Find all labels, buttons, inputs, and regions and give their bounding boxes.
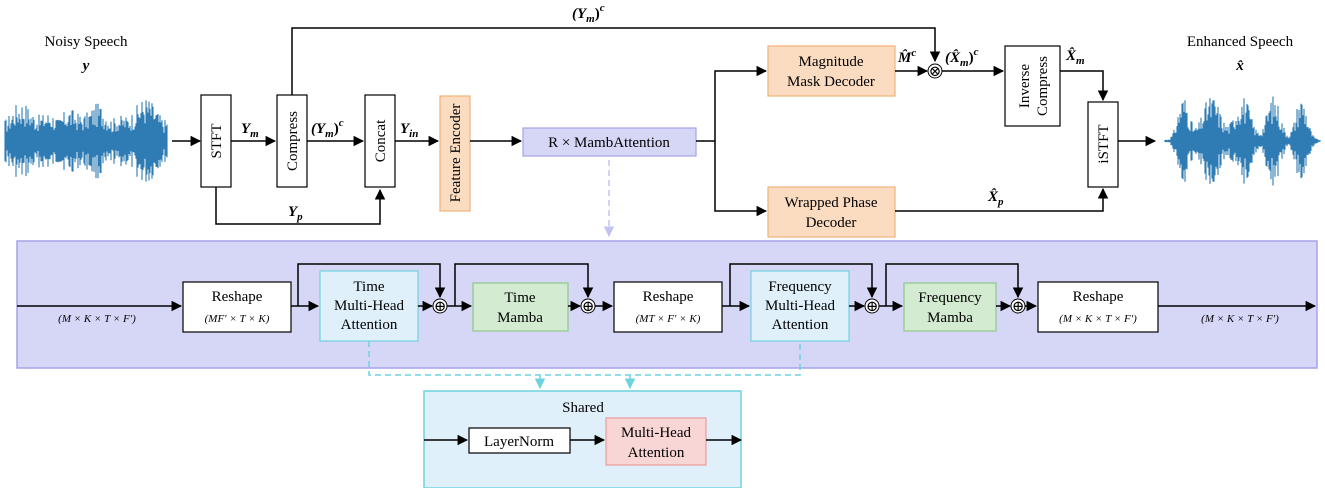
stft-label: STFT bbox=[209, 123, 225, 158]
add-symbol-4: ⊕ bbox=[1012, 299, 1025, 315]
signal-yp: Yp bbox=[288, 204, 303, 223]
signal-xhatmc: (X̂m)c bbox=[945, 46, 979, 69]
residual-time-attention bbox=[297, 263, 446, 306]
freq-attention-line2: Multi-Head bbox=[765, 298, 835, 314]
reshape-block-1 bbox=[182, 281, 292, 333]
reshape-3-label: Reshape bbox=[1073, 289, 1124, 305]
mha-line2: Attention bbox=[628, 445, 685, 461]
freq-mamba-block bbox=[903, 282, 997, 332]
add-symbol-2: ⊕ bbox=[582, 299, 595, 315]
time-mamba-line2: Mamba bbox=[497, 310, 543, 326]
arrow-stft-to-concat-phase bbox=[215, 187, 386, 225]
arrow-inverse-to-istft bbox=[1060, 70, 1109, 102]
reshape-1-shape: (MF′ × T × K) bbox=[205, 313, 270, 325]
add-symbol-3: ⊕ bbox=[866, 299, 879, 315]
layernorm-block bbox=[468, 427, 571, 454]
concat-block bbox=[364, 94, 396, 188]
inverse-compress-block bbox=[1004, 45, 1061, 127]
inverse-compress-line2: Compress bbox=[1035, 56, 1051, 116]
phase-decoder-line1: Wrapped Phase bbox=[784, 195, 877, 211]
time-attention-line2: Multi-Head bbox=[334, 298, 404, 314]
mha-block bbox=[605, 417, 707, 466]
arrow-compressed-skip bbox=[291, 27, 941, 95]
signal-ymc: (Ym)c bbox=[311, 117, 344, 140]
signal-top-ymc: (Ym)c bbox=[572, 2, 605, 25]
time-mamba-block bbox=[472, 282, 569, 332]
magnitude-decoder-block bbox=[767, 45, 896, 97]
noisy-speech-title: Noisy Speech bbox=[45, 34, 128, 50]
shared-weights-connector bbox=[368, 341, 801, 376]
freq-attention-line1: Frequency bbox=[768, 279, 832, 295]
magnitude-decoder-line1: Magnitude bbox=[799, 54, 864, 70]
inverse-compress-line1: Inverse bbox=[1017, 64, 1033, 108]
reshape-2-shape: (MT × F′ × K) bbox=[636, 313, 701, 325]
reshape-block-2 bbox=[613, 281, 723, 333]
mambattention-block bbox=[522, 127, 697, 157]
arrow-to-magnitude-decoder bbox=[696, 65, 768, 142]
reshape-1-label: Reshape bbox=[212, 289, 263, 305]
signal-yin: Yin bbox=[400, 121, 418, 140]
wave-right-trace bbox=[1164, 96, 1321, 186]
residual-freq-mamba bbox=[885, 263, 1024, 306]
signal-mhat: M̂c bbox=[897, 47, 916, 66]
concat-label: Concat bbox=[373, 119, 389, 162]
time-attention-block bbox=[319, 270, 419, 342]
feature-encoder-label: Feature Encoder bbox=[448, 104, 464, 203]
reshape-2-label: Reshape bbox=[643, 289, 694, 305]
feature-encoder-block bbox=[439, 95, 471, 212]
residual-freq-attention bbox=[729, 263, 878, 306]
mambattention-label: R × MambAttention bbox=[548, 135, 670, 151]
istft-label: iSTFT bbox=[1096, 124, 1112, 163]
phase-decoder-line2: Decoder bbox=[806, 215, 857, 231]
wave-left-trace bbox=[4, 100, 168, 182]
residual-time-mamba bbox=[454, 263, 594, 306]
istft-block bbox=[1087, 101, 1119, 188]
reshape-block-3 bbox=[1037, 281, 1159, 333]
arrow-to-phase-decoder bbox=[714, 141, 768, 217]
enhanced-speech-symbol: x̂ bbox=[1235, 58, 1244, 74]
noisy-speech-symbol: y bbox=[81, 58, 90, 74]
freq-mamba-line1: Frequency bbox=[918, 290, 982, 306]
time-attention-line3: Attention bbox=[341, 317, 398, 333]
shared-title: Shared bbox=[562, 400, 604, 416]
freq-attention-line3: Attention bbox=[772, 317, 829, 333]
freq-mamba-line2: Mamba bbox=[927, 310, 973, 326]
add-symbol-1: ⊕ bbox=[434, 299, 447, 315]
enhanced-speech-title: Enhanced Speech bbox=[1187, 34, 1294, 50]
enhanced-waveform bbox=[1164, 96, 1321, 186]
signal-xhatp: X̂p bbox=[987, 187, 1004, 208]
detail-output-shape: (M × K × T × F′) bbox=[1201, 313, 1279, 325]
mha-line1: Multi-Head bbox=[621, 425, 691, 441]
layernorm-label: LayerNorm bbox=[484, 434, 554, 450]
multiply-symbol: ⊗ bbox=[929, 64, 942, 80]
signal-xhatm: X̂m bbox=[1065, 46, 1085, 67]
time-attention-line1: Time bbox=[353, 279, 384, 295]
compress-label: Compress bbox=[285, 111, 301, 171]
signal-ym: Ym bbox=[241, 121, 259, 140]
noisy-waveform bbox=[4, 100, 168, 182]
magnitude-decoder-line2: Mask Decoder bbox=[787, 74, 875, 90]
detail-input-shape: (M × K × T × F′) bbox=[58, 313, 136, 325]
time-mamba-line1: Time bbox=[504, 290, 535, 306]
arrow-phase-to-istft bbox=[895, 187, 1109, 212]
phase-decoder-block bbox=[767, 186, 896, 238]
reshape-3-shape: (M × K × T × F′) bbox=[1059, 313, 1137, 325]
